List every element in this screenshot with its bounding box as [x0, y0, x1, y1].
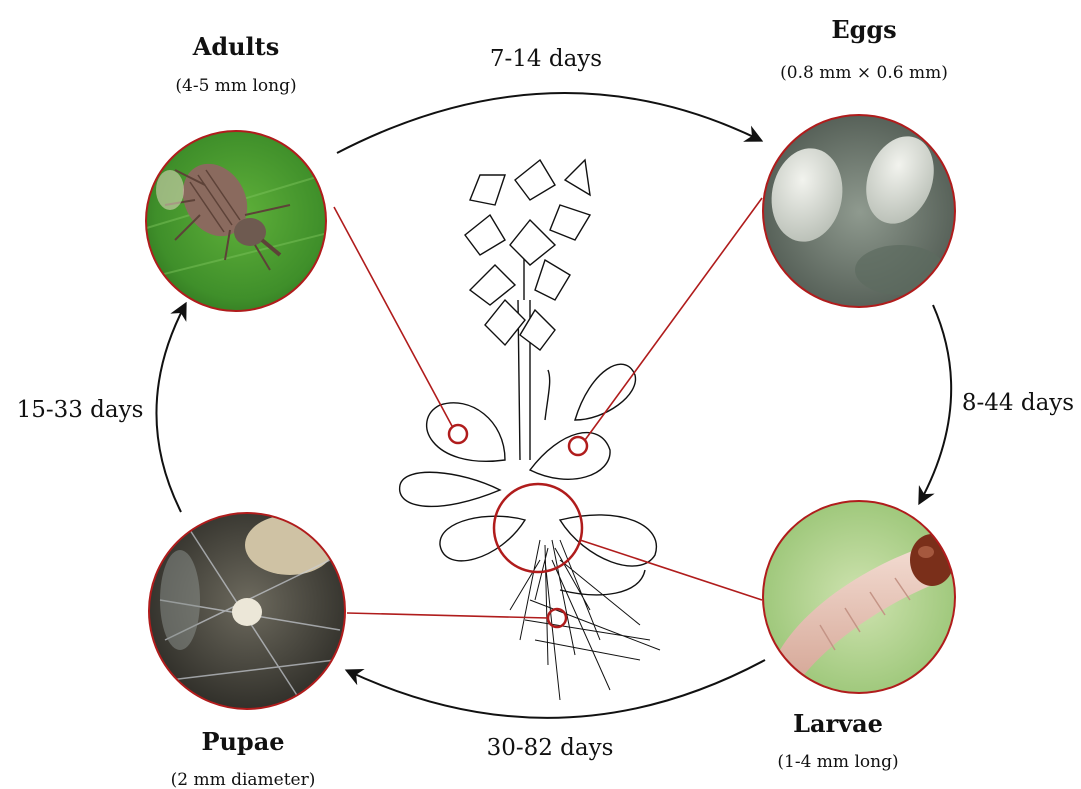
- pupae-subtitle: (2 mm diameter): [171, 770, 316, 789]
- connector-eggs: [585, 198, 762, 440]
- flower-spike: [465, 160, 590, 350]
- callout-pupae-plant: [548, 609, 566, 627]
- pupa-photo: [149, 513, 349, 713]
- connector-larvae: [580, 540, 762, 600]
- duration-adults-to-eggs: 7-14 days: [490, 46, 602, 72]
- adults-title: Adults: [192, 32, 280, 61]
- arrow-pupae-to-adults: [156, 305, 185, 512]
- connector-pupae: [347, 613, 548, 618]
- connector-adults: [334, 207, 452, 426]
- larvae-title: Larvae: [793, 709, 883, 738]
- duration-larvae-to-pupae: 30-82 days: [487, 735, 614, 761]
- adults-subtitle: (4-5 mm long): [175, 76, 296, 96]
- pupae-title: Pupae: [201, 727, 284, 756]
- arrow-eggs-to-larvae: [920, 305, 951, 502]
- water-hyacinth-plant-illustration: [400, 160, 660, 700]
- weevil-photo: [140, 125, 340, 325]
- duration-eggs-to-larvae: 8-44 days: [962, 390, 1074, 416]
- eggs-photo: [760, 112, 960, 312]
- larvae-subtitle: (1-4 mm long): [777, 752, 898, 772]
- larva-photo: [760, 498, 960, 698]
- duration-pupae-to-adults: 15-33 days: [17, 397, 144, 423]
- arrow-adults-to-eggs: [337, 93, 760, 153]
- eggs-subtitle: (0.8 mm × 0.6 mm): [780, 63, 948, 83]
- eggs-title: Eggs: [831, 15, 896, 44]
